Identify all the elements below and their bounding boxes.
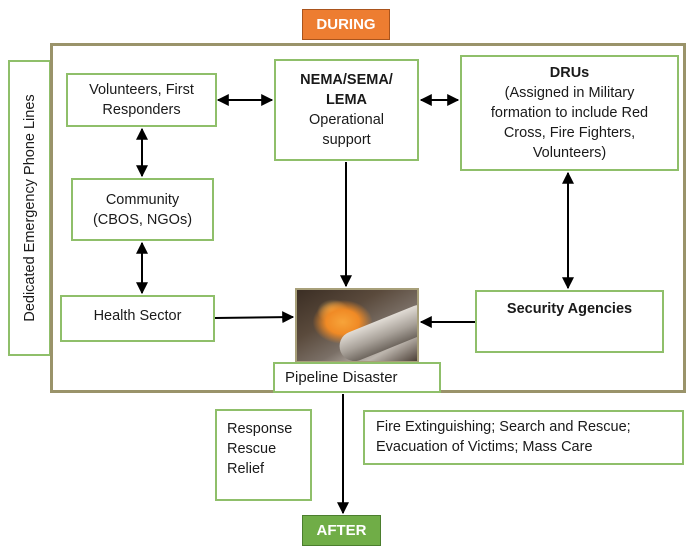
during-phase-label: DURING (302, 9, 390, 40)
activities-box: Fire Extinguishing; Search and Rescue; E… (363, 410, 684, 465)
volunteers-line-1: Volunteers, First (89, 82, 194, 98)
community-line-2: (CBOS, NGOs) (92, 211, 193, 228)
dedicated-phone-lines-box: Dedicated Emergency Phone Lines (8, 60, 51, 356)
nema-body-1: Operational (309, 112, 384, 128)
after-phase-label: AFTER (302, 515, 381, 546)
drus-node: DRUs (Assigned in Military formation to … (460, 55, 679, 171)
nema-body-2: support (322, 132, 371, 148)
pipeline-disaster-label: Pipeline Disaster (285, 369, 398, 386)
nema-title-1: NEMA/SEMA/ (300, 72, 393, 88)
volunteers-line-2: Responders (102, 102, 181, 118)
activities-line-1: Fire Extinguishing; Search and Rescue; (376, 419, 631, 435)
pipeline-disaster-label-box: Pipeline Disaster (273, 362, 441, 393)
arrow-health-pipeline (214, 311, 295, 324)
nema-title-2: LEMA (325, 92, 368, 108)
drus-body-3: Cross, Fire Fighters, (503, 125, 636, 141)
drus-title: DRUs (549, 65, 590, 81)
drus-body-4: Volunteers) (532, 145, 607, 161)
phase-response: Response (227, 421, 293, 437)
community-line-1: Community (105, 191, 180, 208)
pipeline-fire-photo (295, 288, 419, 363)
nema-node: NEMA/SEMA/ LEMA Operational support (274, 59, 419, 161)
phase-rescue: Rescue (227, 441, 277, 457)
volunteers-node: Volunteers, First Responders (66, 73, 217, 127)
phase-relief: Relief (227, 461, 265, 477)
activities-line-2: Evacuation of Victims; Mass Care (376, 439, 593, 455)
community-node: Community (CBOS, NGOs) (71, 178, 214, 241)
security-agencies-node: Security Agencies (475, 290, 664, 353)
response-phases-box: Response Rescue Relief (215, 409, 312, 501)
security-agencies-label: Security Agencies (506, 301, 633, 317)
health-sector-label: Health Sector (93, 308, 182, 324)
drus-body-1: (Assigned in Military (504, 85, 635, 101)
drus-body-2: formation to include Red (490, 105, 649, 121)
health-sector-node: Health Sector (60, 295, 215, 342)
